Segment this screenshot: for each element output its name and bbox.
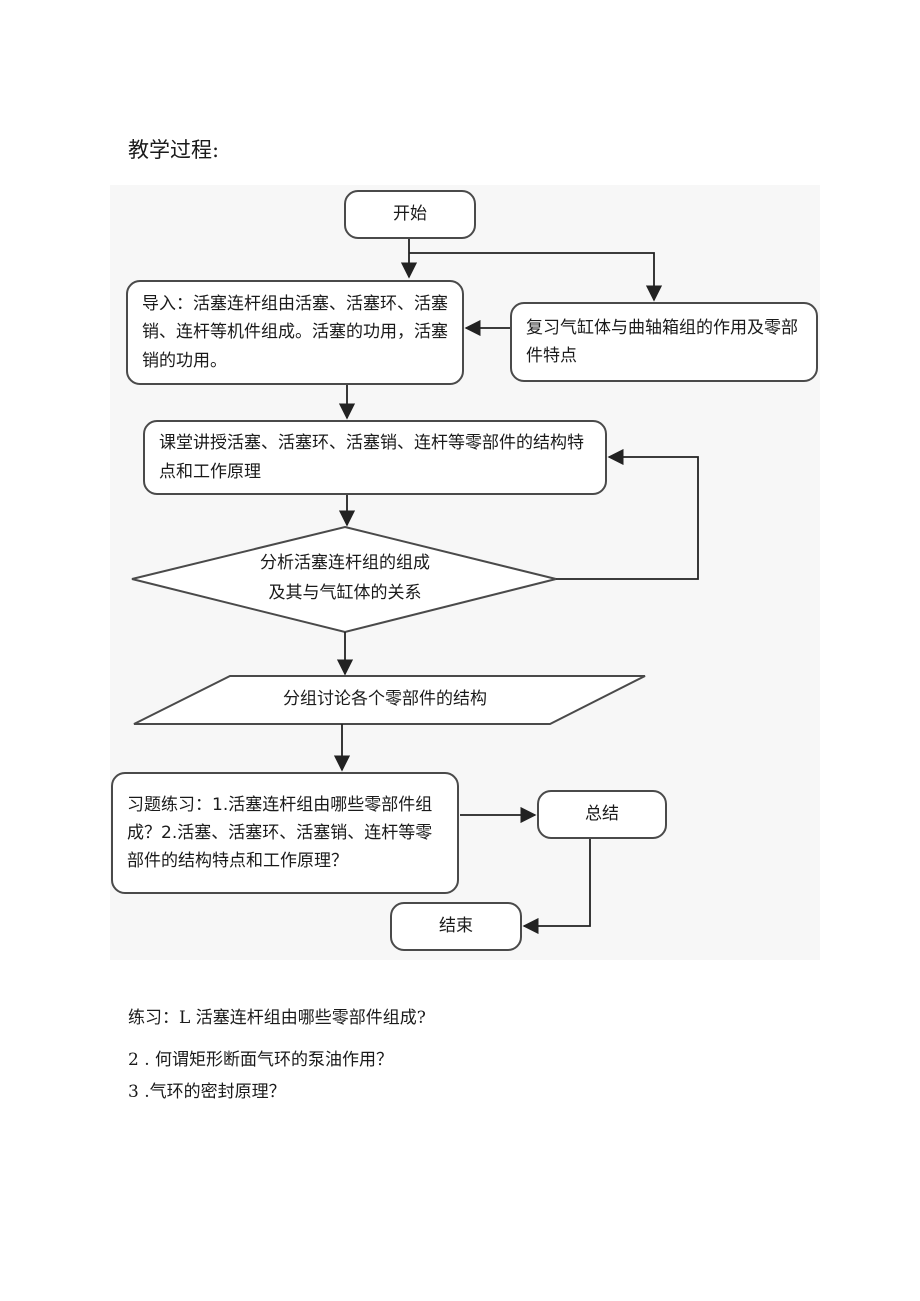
discussion-label: 分组讨论各个零部件的结构 — [283, 689, 487, 709]
section-heading: 教学过程: — [128, 138, 220, 162]
decision-label-line2: 及其与气缸体的关系 — [268, 582, 422, 603]
decision-label-line1: 分析活塞连杆组的组成 — [260, 553, 430, 573]
end-node: 结束 — [390, 902, 522, 951]
exercise-line-1: 练习：L 活塞连杆组由哪些零部件组成? — [128, 1008, 426, 1028]
decision-label: 分析活塞连杆组的组成 及其与气缸体的关系 — [220, 549, 470, 609]
arrow-decision-loop — [556, 448, 699, 580]
exercise-line-2: 2 . 何谓矩形断面气环的泵油作用？ — [128, 1050, 394, 1070]
intro-node: 导入：活塞连杆组由活塞、活塞环、活塞销、连杆等机件组成。活塞的功用，活塞销的功用… — [126, 280, 464, 385]
arrow-summary-to-end — [522, 838, 591, 935]
start-node: 开始 — [344, 190, 476, 239]
io-parallelogram — [133, 675, 646, 725]
exercise-line-3: 3 .气环的密封原理？ — [128, 1082, 286, 1102]
lecture-node: 课堂讲授活塞、活塞环、活塞销、连杆等零部件的结构特点和工作原理 — [143, 420, 607, 495]
review-node: 复习气缸体与曲轴箱组的作用及零部件特点 — [510, 302, 818, 382]
arrow-branch-to-review — [409, 252, 663, 302]
exercise-node: 习题练习：1.活塞连杆组由哪些零部件组成？2.活塞、活塞环、活塞销、连杆等零部件… — [111, 772, 459, 894]
summary-node: 总结 — [537, 790, 667, 839]
